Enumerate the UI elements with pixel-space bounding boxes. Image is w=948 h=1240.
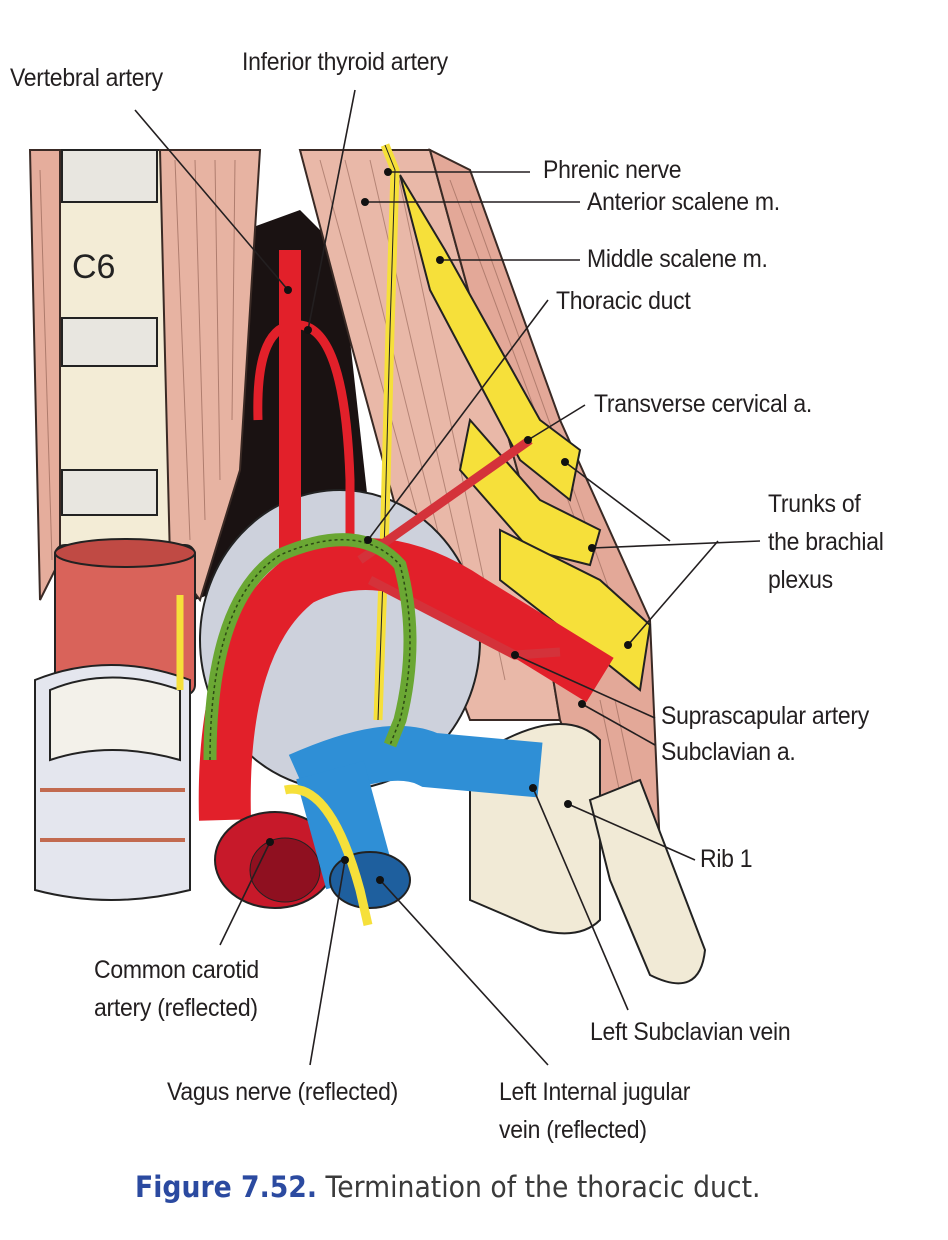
label-transverse-cervical: Transverse cervical a. xyxy=(594,390,813,418)
brachial-plexus-trunks xyxy=(399,174,652,692)
figure-caption: Figure 7.52. Termination of the thoracic… xyxy=(135,1170,761,1204)
vagus-nerve xyxy=(284,784,373,927)
trachea xyxy=(34,538,196,901)
figure-caption-text: Termination of the thoracic duct. xyxy=(325,1170,761,1204)
label-common-carotid-line2: artery (reflected) xyxy=(94,994,258,1022)
label-phrenic-nerve: Phrenic nerve xyxy=(543,156,682,184)
vertebra-label: C6 xyxy=(72,248,115,286)
label-vagus-nerve: Vagus nerve (reflected) xyxy=(167,1078,399,1106)
leader-dots xyxy=(266,168,632,884)
label-thoracic-duct: Thoracic duct xyxy=(556,287,691,315)
prevertebral-muscle xyxy=(158,149,262,603)
left-subclavian-vein-vessel xyxy=(288,725,543,806)
label-left-subclavian-vein: Left Subclavian vein xyxy=(590,1018,791,1046)
label-common-carotid-line1: Common carotid xyxy=(94,956,259,984)
label-suprascapular-artery: Suprascapular artery xyxy=(661,702,869,730)
label-rib-1: Rib 1 xyxy=(700,845,753,873)
label-middle-scalene: Middle scalene m. xyxy=(587,245,768,273)
figure-number: Figure 7.52. xyxy=(135,1170,317,1204)
label-vertebral-artery: Vertebral artery xyxy=(10,64,163,92)
inferior-thyroid-artery-vessel xyxy=(253,320,355,560)
label-subclavian-artery: Subclavian a. xyxy=(661,738,796,766)
label-trunks-line1: Trunks of xyxy=(768,490,861,518)
leader-lines xyxy=(134,89,761,1066)
label-anterior-scalene: Anterior scalene m. xyxy=(587,188,780,216)
thoracic-duct-vessel xyxy=(203,533,417,761)
vertebral-column: C6 xyxy=(59,149,171,551)
label-trunks-line3: plexus xyxy=(768,566,833,594)
rib-1-end xyxy=(588,778,707,985)
label-internal-jugular-line1: Left Internal jugular xyxy=(499,1078,691,1106)
label-internal-jugular-line2: vein (reflected) xyxy=(499,1116,647,1144)
subclavian-artery-vessel xyxy=(198,538,614,821)
transverse-cervical-artery-vessel xyxy=(357,436,533,564)
label-trunks-line2: the brachial xyxy=(768,528,884,556)
longus-colli-muscle xyxy=(28,149,61,601)
label-inferior-thyroid-artery: Inferior thyroid artery xyxy=(242,48,448,76)
